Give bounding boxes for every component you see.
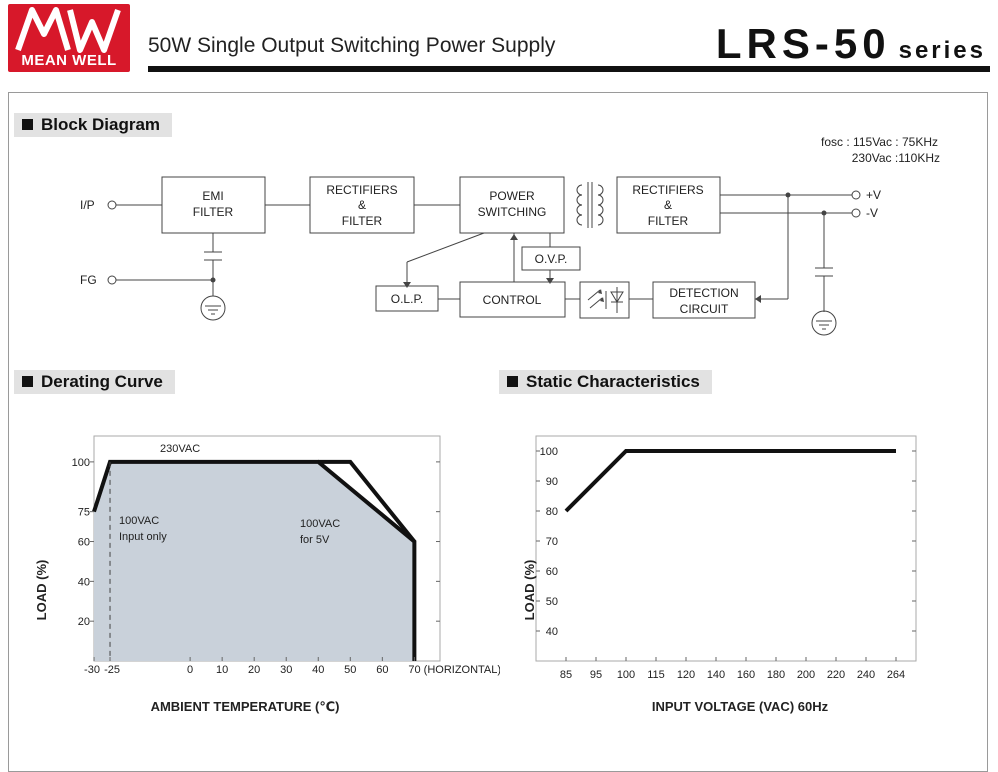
annot-100vac-a-1: 100VAC: [119, 515, 159, 527]
static-ylabel: LOAD (%): [522, 560, 537, 621]
power-line1: POWER: [489, 189, 535, 203]
block-diagram-heading: Block Diagram: [14, 113, 173, 137]
static-xtick-label: 220: [827, 669, 845, 681]
derating-xtick-label: 60: [376, 664, 388, 676]
control-label: CONTROL: [483, 293, 542, 307]
static-characteristics-chart: 85 95 100 115 120 140 160 180 200 220 240 264 40 50 6…: [522, 435, 917, 714]
heading-square-icon: [507, 376, 518, 387]
annot-100vac-b-2: for 5V: [300, 534, 330, 546]
emi-line2: FILTER: [193, 205, 234, 219]
derating-xtick-label: 40: [312, 664, 324, 676]
derating-ytick-label: 20: [78, 616, 90, 628]
rect2-line1: RECTIFIERS: [632, 183, 703, 197]
static-xtick-label: 120: [677, 669, 695, 681]
vplus-label: +V: [866, 188, 881, 202]
static-xtick-label: 95: [590, 669, 602, 681]
derating-curve-chart: -30 -25 0 10 20 30 40 50 60 70 (HORIZONTAL) 20 40 6…: [34, 435, 500, 714]
power-line2: SWITCHING: [478, 205, 547, 219]
annot-100vac-b-1: 100VAC: [300, 518, 340, 530]
heading-square-icon: [22, 376, 33, 387]
rect2-line3: FILTER: [648, 214, 689, 228]
derating-xtick-label: -30: [84, 664, 100, 676]
static-curve-series: [564, 449, 896, 513]
ovp-label: O.V.P.: [535, 252, 568, 266]
vminus-label: -V: [866, 206, 878, 220]
static-xtick-label: 264: [887, 669, 905, 681]
series-label: series: [898, 37, 986, 64]
annot-230vac: 230VAC: [160, 443, 200, 455]
static-characteristics-heading: Static Characteristics: [499, 370, 712, 394]
mw-logo-mark: [15, 7, 121, 53]
static-xlabel: INPUT VOLTAGE (VAC) 60Hz: [652, 699, 829, 714]
static-xtick-label: 180: [767, 669, 785, 681]
heading-text: Static Characteristics: [526, 372, 700, 391]
fg-label: FG: [80, 273, 97, 287]
page-subtitle: 50W Single Output Switching Power Supply: [148, 34, 556, 57]
derating-xtick-label: 20: [248, 664, 260, 676]
rect1-line1: RECTIFIERS: [326, 183, 397, 197]
fosc-line1: fosc : 115Vac : 75KHz: [821, 135, 938, 149]
static-xtick-label: 160: [737, 669, 755, 681]
rect1-line2: &: [358, 198, 366, 212]
olp-label: O.L.P.: [391, 292, 423, 306]
static-ytick-label: 60: [546, 566, 558, 578]
derating-ytick-label: 75: [78, 507, 90, 519]
static-xtick-label: 100: [617, 669, 635, 681]
static-xtick-label: 115: [647, 669, 665, 681]
heading-text: Derating Curve: [41, 372, 163, 391]
static-ytick-label: 80: [546, 506, 558, 518]
heading-text: Block Diagram: [41, 115, 161, 134]
derating-area: [94, 461, 415, 661]
emi-line1: EMI: [202, 189, 223, 203]
header-rule: [148, 66, 990, 72]
derating-ytick-label: 60: [78, 537, 90, 549]
static-plot-frame: [535, 435, 917, 662]
derating-xtick-label: 10: [216, 664, 228, 676]
rect2-line2: &: [664, 198, 672, 212]
static-xtick-label: 85: [560, 669, 572, 681]
static-ytick-label: 50: [546, 596, 558, 608]
static-ytick-label: 100: [540, 446, 558, 458]
static-ytick-label: 70: [546, 536, 558, 548]
annot-100vac-a-2: Input only: [119, 531, 167, 543]
mean-well-logo: MEAN WELL: [8, 4, 130, 72]
model-name: LRS-50: [715, 20, 891, 67]
detection-line2: CIRCUIT: [680, 302, 729, 316]
block-diagram: EMI FILTER RECTIFIERS & FILTER POWER SWI…: [80, 135, 940, 336]
derating-ytick-label: 100: [72, 457, 90, 469]
detection-line1: DETECTION: [669, 286, 738, 300]
static-xtick-label: 240: [857, 669, 875, 681]
static-xtick-label: 200: [797, 669, 815, 681]
derating-ytick-label: 40: [78, 576, 90, 588]
derating-xtick-label: 70 (HORIZONTAL): [408, 664, 500, 676]
derating-xlabel: AMBIENT TEMPERATURE (℃): [151, 699, 340, 714]
derating-curve-heading: Derating Curve: [14, 370, 175, 394]
derating-xtick-label: -25: [104, 664, 120, 676]
derating-xtick-label: 0: [187, 664, 193, 676]
derating-ylabel: LOAD (%): [34, 560, 49, 621]
ip-label: I/P: [80, 198, 95, 212]
heading-square-icon: [22, 119, 33, 130]
rect1-line3: FILTER: [342, 214, 383, 228]
static-xtick-label: 140: [707, 669, 725, 681]
derating-curve-series-2: [318, 459, 416, 543]
logo-text: MEAN WELL: [21, 52, 117, 69]
static-ytick-label: 90: [546, 476, 558, 488]
model-title: LRS-50 series: [716, 20, 986, 68]
derating-xtick-label: 50: [344, 664, 356, 676]
derating-xtick-label: 30: [280, 664, 292, 676]
fosc-line2: 230Vac :110KHz: [852, 151, 940, 165]
static-ytick-label: 40: [546, 626, 558, 638]
